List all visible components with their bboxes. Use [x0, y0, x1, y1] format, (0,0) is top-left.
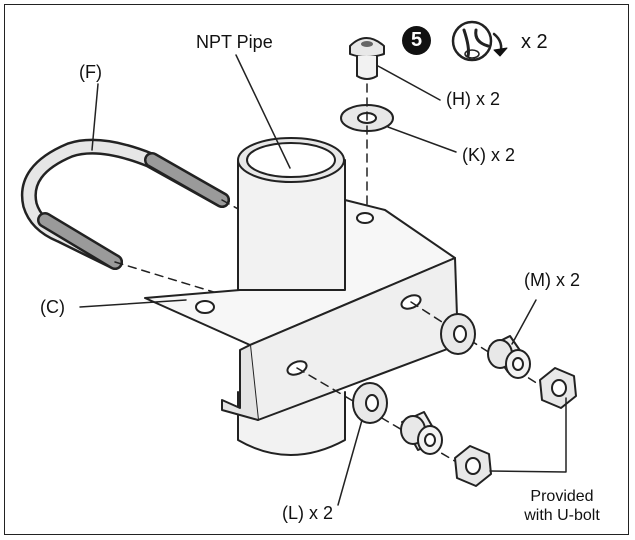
bolt-h: [349, 37, 385, 80]
tighten-rotate-icon: [451, 20, 508, 62]
label-provided-line1: Provided: [530, 488, 594, 505]
label-npt-pipe: NPT Pipe: [196, 32, 273, 52]
label-c: (C): [40, 297, 65, 317]
u-bolt-f: [20, 138, 241, 301]
label-k: (K) x 2: [462, 145, 516, 165]
label-h: (H) x 2: [446, 89, 500, 109]
label-provided-with-u-bolt: Provided with U-bolt: [506, 489, 618, 524]
label-provided-line2: with U-bolt: [524, 507, 600, 524]
label-m: (M) x 2: [524, 270, 580, 290]
hardware-right: [410, 301, 577, 409]
label-f: (F): [79, 62, 102, 82]
step-quantity: x 2: [521, 31, 548, 53]
hardware-left: [296, 367, 492, 487]
label-l: (L) x 2: [282, 503, 334, 523]
step-number-badge: 5: [402, 26, 431, 55]
leader-lines: [79, 54, 567, 506]
npt-pipe-upper: [237, 137, 346, 301]
